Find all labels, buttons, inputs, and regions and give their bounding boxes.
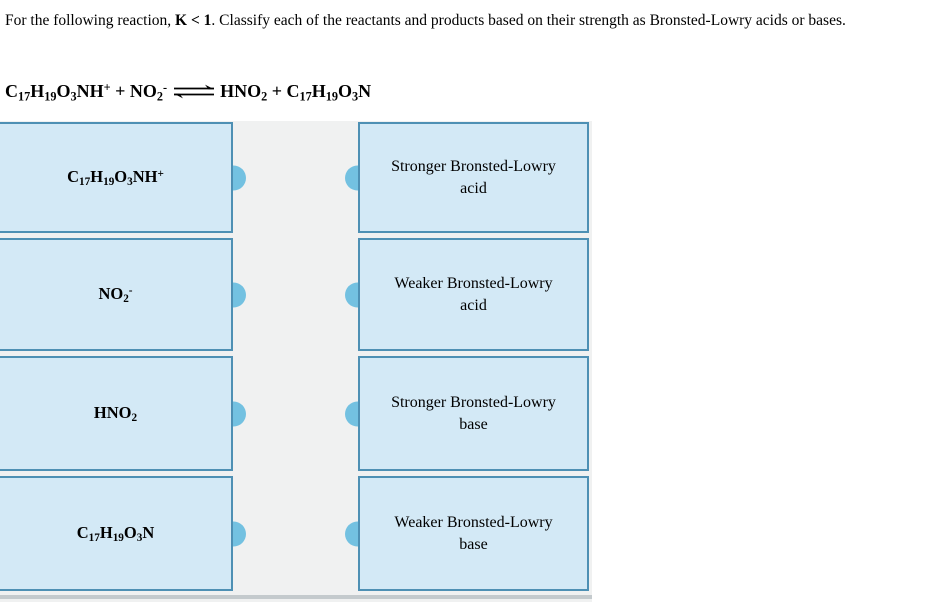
category-box-weaker-base[interactable]: Weaker Bronsted-Lowry base	[345, 476, 589, 591]
category-box-weaker-acid[interactable]: Weaker Bronsted-Lowry acid	[345, 238, 589, 351]
equation-reactants: C17H19O3NH+ + NO2-	[5, 80, 168, 103]
term-box-c17h19o3nh[interactable]: C17H19O3NH+	[0, 122, 246, 233]
connector-dot-left[interactable]	[345, 521, 358, 546]
category-label-line2: base	[459, 415, 488, 433]
reactant-product-column: C17H19O3NH+ NO2- HNO2 C17H19O3N	[0, 122, 246, 591]
connector-dot-right[interactable]	[233, 521, 246, 546]
connector-dot-left[interactable]	[345, 282, 358, 307]
category-column: Stronger Bronsted-Lowry acid Weaker Bron…	[345, 122, 589, 591]
question-text-after: . Classify each of the reactants and pro…	[211, 12, 846, 29]
category-label-line1: Stronger Bronsted-Lowry	[391, 393, 556, 411]
term-formula: C17H19O3N	[76, 522, 155, 545]
term-box-hno2[interactable]: HNO2	[0, 356, 246, 471]
category-label-line2: acid	[460, 179, 487, 197]
term-formula: HNO2	[93, 402, 138, 425]
term-formula: C17H19O3NH+	[67, 166, 164, 189]
category-box-stronger-acid[interactable]: Stronger Bronsted-Lowry acid	[345, 122, 589, 233]
horizontal-scrollbar[interactable]	[0, 595, 592, 599]
category-label-line1: Weaker Bronsted-Lowry	[394, 513, 553, 531]
question-k-condition: K < 1	[175, 12, 212, 29]
equilibrium-arrow-icon	[173, 84, 214, 98]
connector-dot-left[interactable]	[345, 401, 358, 426]
category-label-line2: base	[459, 535, 488, 553]
category-label-line1: Weaker Bronsted-Lowry	[394, 274, 553, 292]
term-box-no2[interactable]: NO2-	[0, 238, 246, 351]
connector-dot-right[interactable]	[233, 165, 246, 190]
connector-dot-right[interactable]	[233, 401, 246, 426]
category-label-line2: acid	[460, 296, 487, 314]
question-text-before: For the following reaction,	[5, 12, 176, 29]
category-label-line1: Stronger Bronsted-Lowry	[391, 157, 556, 175]
category-box-stronger-base[interactable]: Stronger Bronsted-Lowry base	[345, 356, 589, 471]
term-formula: NO2-	[98, 283, 133, 306]
equation-products: HNO2 + C17H19O3N	[220, 80, 372, 103]
reaction-equation: C17H19O3NH+ + NO2- HNO2 + C17H19O3N	[5, 80, 371, 104]
connector-dot-right[interactable]	[233, 282, 246, 307]
question-text: For the following reaction, K < 1. Class…	[5, 9, 923, 32]
connector-dot-left[interactable]	[345, 165, 358, 190]
term-box-c17h19o3n[interactable]: C17H19O3N	[0, 476, 246, 591]
